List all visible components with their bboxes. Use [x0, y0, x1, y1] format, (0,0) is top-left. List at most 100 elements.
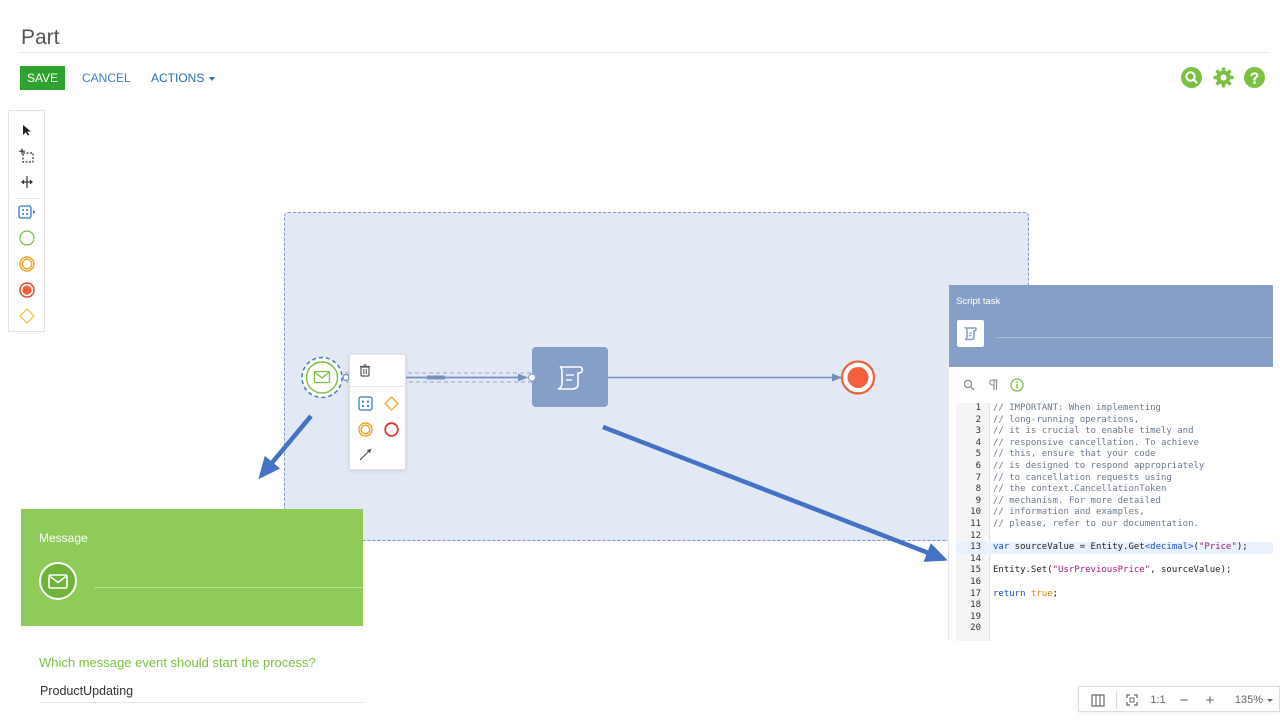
- element-toolbar: [8, 110, 45, 332]
- line-number: 3: [975, 426, 981, 437]
- code-line[interactable]: 1// IMPORTANT: When implementing: [956, 403, 1273, 415]
- code-line[interactable]: 20: [956, 623, 1273, 635]
- line-number: 18: [970, 600, 981, 611]
- code-line[interactable]: 5 // this, ensure that your code: [956, 449, 1273, 461]
- code-text: Entity.Set("UsrPreviousPrice", sourceVal…: [993, 565, 1231, 577]
- code-line[interactable]: 7 // to cancellation requests using: [956, 473, 1273, 485]
- connect-arrow-icon[interactable]: [357, 446, 373, 462]
- code-line[interactable]: 17 return true;: [956, 589, 1273, 601]
- script-panel-title: Script task: [956, 296, 1001, 307]
- message-question-label: Which message event should start the pro…: [39, 655, 316, 670]
- code-token: // it is crucial to enable timely and: [993, 426, 1194, 437]
- element-context-menu: [349, 354, 407, 470]
- message-start-event[interactable]: [301, 356, 343, 399]
- message-settings-panel: Message Which message event should start…: [21, 509, 363, 720]
- gear-icon[interactable]: [1213, 67, 1234, 88]
- line-number: 4: [975, 437, 981, 448]
- code-line[interactable]: 4 // responsive cancellation. To achieve: [956, 438, 1273, 450]
- actual-size-button[interactable]: 1:1: [1150, 694, 1166, 706]
- code-text: // is designed to respond appropriately: [993, 461, 1204, 473]
- space-tool-icon[interactable]: [18, 173, 36, 191]
- fit-to-screen-icon[interactable]: [1124, 692, 1140, 708]
- gateway-tool-icon[interactable]: [18, 307, 36, 325]
- zoom-level-select[interactable]: 135%: [1232, 692, 1276, 708]
- message-event-field[interactable]: ProductUpdating: [40, 684, 134, 698]
- code-line[interactable]: 8// the context.CancellationToken: [956, 484, 1273, 496]
- code-line[interactable]: 2 // long-running operations,: [956, 415, 1273, 427]
- line-number: 7: [975, 472, 981, 483]
- code-text: // mechanism. For more detailed: [993, 496, 1161, 508]
- pilcrow-icon[interactable]: [986, 378, 1000, 392]
- code-token: return: [993, 588, 1026, 599]
- add-gateway-icon[interactable]: [383, 395, 399, 411]
- lasso-tool-icon[interactable]: [18, 147, 36, 165]
- line-number-gutter: [956, 403, 990, 641]
- line-number: 8: [975, 484, 981, 495]
- add-end-event-icon[interactable]: [383, 421, 399, 437]
- code-line[interactable]: 19: [956, 612, 1273, 624]
- code-token: // to cancellation requests using: [993, 472, 1172, 483]
- line-number: 13: [970, 542, 981, 553]
- zoom-out-button[interactable]: −: [1179, 691, 1189, 709]
- envelope-icon: [39, 562, 77, 600]
- message-panel-title: Message: [39, 531, 88, 545]
- page-title: Part: [21, 26, 60, 49]
- pointer-tool-icon[interactable]: [18, 121, 36, 139]
- zoom-divider: [1116, 691, 1117, 709]
- info-icon[interactable]: [1010, 378, 1024, 392]
- help-icon[interactable]: [1244, 67, 1265, 88]
- code-line[interactable]: 18: [956, 600, 1273, 612]
- code-token: // IMPORTANT: When implementing: [993, 403, 1161, 413]
- code-line[interactable]: 9// mechanism. For more detailed: [956, 496, 1273, 508]
- code-line[interactable]: 15 Entity.Set("UsrPreviousPrice", sourceV…: [956, 565, 1273, 577]
- zoom-level-value: 135%: [1234, 694, 1264, 706]
- line-number: 5: [975, 449, 981, 460]
- end-event[interactable]: [840, 360, 876, 395]
- code-line[interactable]: 16: [956, 577, 1273, 589]
- start-event-tool-icon[interactable]: [18, 229, 36, 247]
- find-icon[interactable]: [962, 378, 976, 392]
- line-number: 15: [970, 565, 981, 576]
- trash-icon[interactable]: [357, 362, 373, 378]
- code-line[interactable]: 6// is designed to respond appropriately: [956, 461, 1273, 473]
- zoom-in-button[interactable]: +: [1205, 691, 1215, 709]
- end-event-tool-icon[interactable]: [18, 281, 36, 299]
- code-token: "UsrPreviousPrice": [1052, 565, 1151, 576]
- task-tool-icon[interactable]: [18, 203, 36, 221]
- field-underline: [40, 702, 363, 703]
- script-task[interactable]: [528, 347, 609, 407]
- code-token: Entity.Set(: [993, 565, 1053, 576]
- code-token: <decimal>: [1144, 542, 1194, 553]
- save-button[interactable]: SAVE: [20, 66, 65, 90]
- minimap-icon[interactable]: [1089, 692, 1107, 708]
- code-line[interactable]: 14: [956, 554, 1273, 566]
- add-task-icon[interactable]: [357, 395, 373, 411]
- cancel-button[interactable]: CANCEL: [82, 71, 131, 85]
- toolbar-divider: [15, 198, 39, 199]
- code-text: // this, ensure that your code: [993, 449, 1156, 461]
- script-icon: [957, 320, 984, 347]
- code-line[interactable]: 10// information and examples,: [956, 507, 1273, 519]
- code-text: // it is crucial to enable timely and: [993, 426, 1193, 438]
- intermediate-event-tool-icon[interactable]: [18, 255, 36, 273]
- actions-menu-button[interactable]: ACTIONS: [151, 71, 216, 85]
- code-token: "Price": [1198, 542, 1237, 553]
- code-token: sourceValue = Entity.Get: [1009, 542, 1145, 553]
- code-line[interactable]: 11// please, refer to our documentation.: [956, 519, 1273, 531]
- code-token: // information and examples,: [993, 507, 1145, 518]
- actions-label: ACTIONS: [151, 71, 205, 85]
- code-token: // is designed to respond appropriately: [993, 461, 1205, 471]
- code-text: // responsive cancellation. To achieve: [993, 438, 1199, 450]
- line-number: 2: [975, 414, 981, 425]
- add-intermediate-event-icon[interactable]: [357, 421, 373, 437]
- code-line[interactable]: 3 // it is crucial to enable timely and: [956, 426, 1273, 438]
- code-text: return true;: [993, 589, 1058, 601]
- code-token: // long-running operations,: [993, 414, 1140, 425]
- code-text: // IMPORTANT: When implementing: [993, 403, 1161, 415]
- code-line[interactable]: 12: [956, 531, 1273, 543]
- line-number: 14: [970, 553, 981, 564]
- line-number: 17: [970, 588, 981, 599]
- search-icon[interactable]: [1181, 67, 1202, 88]
